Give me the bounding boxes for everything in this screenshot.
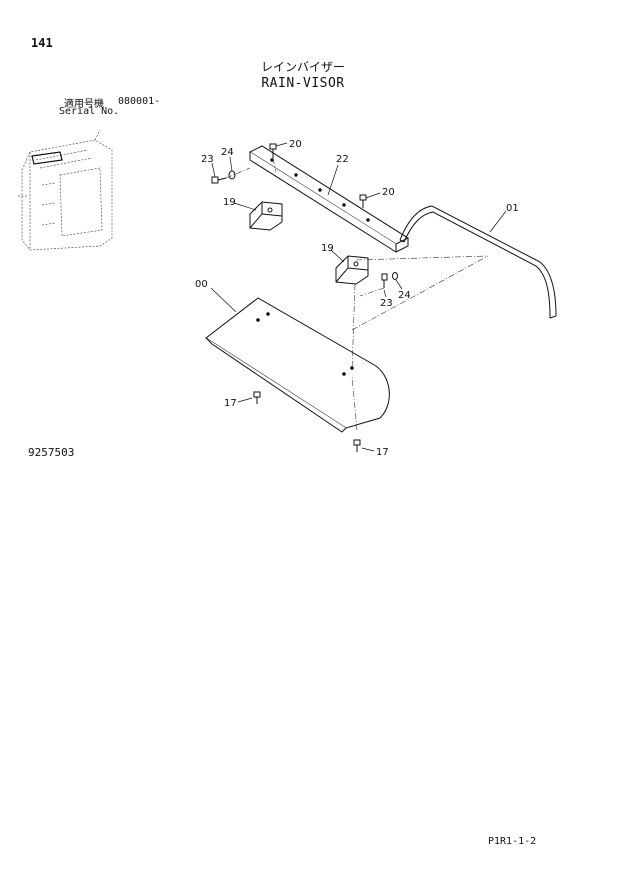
page-code: P1R1-1-2	[488, 836, 537, 847]
callout-17-left: 17	[224, 398, 237, 409]
callout-20-right: 20	[382, 187, 395, 198]
callout-17-bottom: 17	[376, 447, 389, 458]
part-23-bolt-right	[381, 273, 388, 288]
serial-label-english: Serial No.	[59, 106, 120, 117]
callout-24-lower: 24	[398, 290, 411, 301]
callout-20-upper: 20	[289, 139, 302, 150]
part-00-visor-panel	[205, 297, 390, 433]
part-23-bolt-left	[211, 176, 227, 184]
cab-locator-sketch	[18, 129, 113, 251]
callout-leaders	[210, 142, 507, 452]
assembly-guide-lines	[225, 157, 489, 431]
callout-24-upper: 24	[221, 147, 234, 158]
part-22-rail	[248, 145, 410, 253]
part-01-seal-strip	[399, 205, 557, 319]
callout-22: 22	[336, 154, 349, 165]
part-24-washer-left	[228, 170, 236, 180]
part-19-bracket-upper	[249, 201, 283, 231]
callout-19-lower: 19	[321, 243, 334, 254]
page-number: 141	[31, 36, 53, 50]
cab-locator-visor-highlight	[31, 151, 63, 165]
callout-labels: 20 24 23 22 20 19 01 19 23 24 00 17 17	[195, 139, 519, 458]
callout-01: 01	[506, 203, 519, 214]
part-20-bolt-right	[359, 194, 367, 208]
illustration-number: 9257503	[28, 446, 75, 459]
serial-value: 080001-	[118, 96, 161, 107]
part-20-bolt-top	[269, 143, 277, 158]
part-24-washer-right	[392, 272, 398, 280]
callout-00: 00	[195, 279, 208, 290]
callout-19-upper: 19	[223, 197, 236, 208]
callout-23-upper: 23	[201, 154, 214, 165]
callout-23-lower: 23	[380, 298, 393, 309]
part-17-screw-bottom	[353, 439, 361, 452]
part-19-bracket-lower	[335, 255, 369, 285]
serial-label-japanese: 適用号機	[64, 99, 104, 110]
part-17-screw-left	[253, 391, 261, 404]
title-japanese: レインバイザー	[260, 60, 345, 74]
title-english: RAIN-VISOR	[261, 76, 345, 91]
